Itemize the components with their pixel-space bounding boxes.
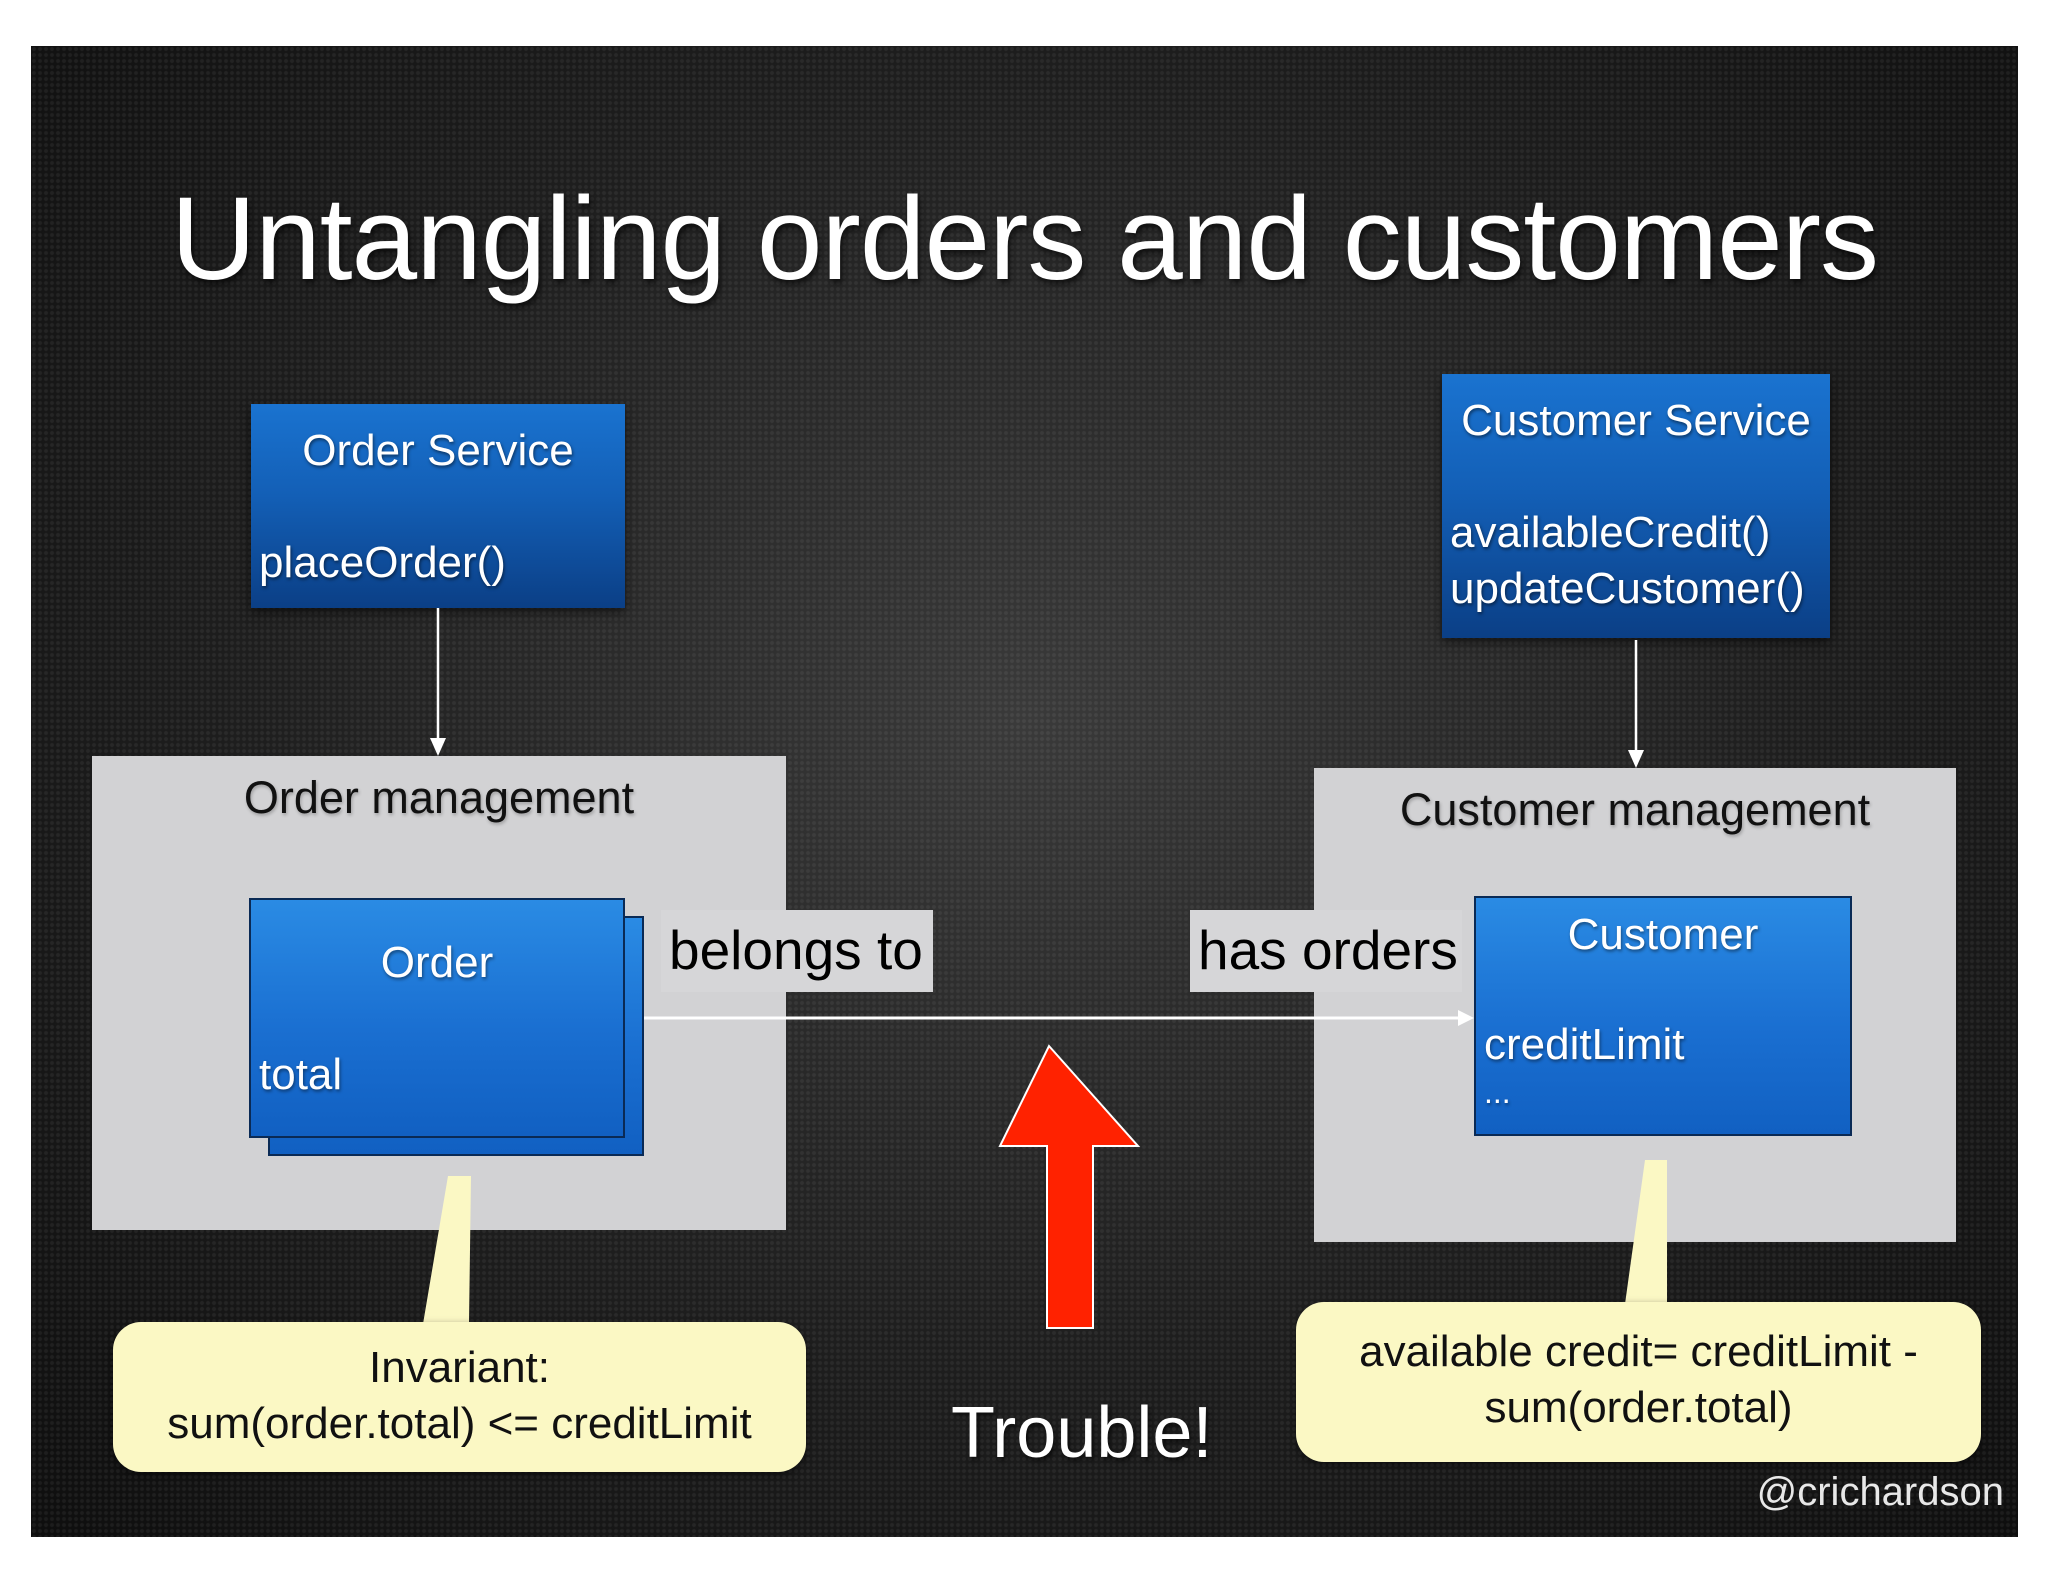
customer-service-title: Customer Service — [1461, 396, 1811, 445]
order-service-title: Order Service — [302, 426, 574, 475]
invariant-note-line1: Invariant: — [369, 1343, 550, 1392]
arrow-head-icon — [1458, 1010, 1474, 1026]
arrow-head-icon — [430, 738, 446, 756]
belongs-to-label: belongs to — [661, 910, 933, 992]
order-entity-title: Order — [380, 938, 494, 987]
customer-entity-field: ... — [1484, 1074, 1511, 1110]
connectors-layer — [423, 608, 1667, 1329]
credit-note-line1: available credit= creditLimit - — [1359, 1327, 1918, 1376]
arrow-head-icon — [1628, 750, 1644, 768]
customer-service-method: availableCredit() — [1450, 508, 1771, 557]
customer-service-method: updateCustomer() — [1450, 564, 1805, 613]
slide-title: Untangling orders and customers — [170, 173, 1879, 305]
customer-entity-card: Customer creditLimit ... — [1474, 896, 1852, 1136]
invariant-callout-pointer — [423, 1176, 471, 1324]
trouble-arrow-icon — [998, 1044, 1141, 1329]
credit-callout-pointer — [1625, 1160, 1667, 1304]
order-entity-card: Order total — [249, 898, 625, 1138]
author-handle: @crichardson — [1756, 1470, 2004, 1514]
customer-management-label: Customer management — [1399, 784, 1871, 835]
invariant-note: Invariant: sum(order.total) <= creditLim… — [113, 1322, 806, 1472]
order-service-method: placeOrder() — [259, 538, 506, 587]
order-entity-field: total — [259, 1050, 343, 1099]
invariant-note-line2: sum(order.total) <= creditLimit — [167, 1399, 752, 1448]
order-management-label: Order management — [243, 772, 635, 823]
customer-entity-field: creditLimit — [1484, 1020, 1685, 1069]
trouble-label: Trouble! — [951, 1393, 1213, 1473]
customer-entity-title: Customer — [1567, 910, 1759, 959]
customer-service-box: Customer Service availableCredit() updat… — [1442, 374, 1830, 638]
has-orders-label: has orders — [1190, 910, 1462, 992]
slide: Untangling orders and customers Order Se… — [31, 46, 2018, 1537]
credit-note-line2: sum(order.total) — [1484, 1383, 1793, 1432]
available-credit-note: available credit= creditLimit - sum(orde… — [1296, 1302, 1981, 1462]
order-service-box: Order Service placeOrder() — [251, 404, 625, 608]
